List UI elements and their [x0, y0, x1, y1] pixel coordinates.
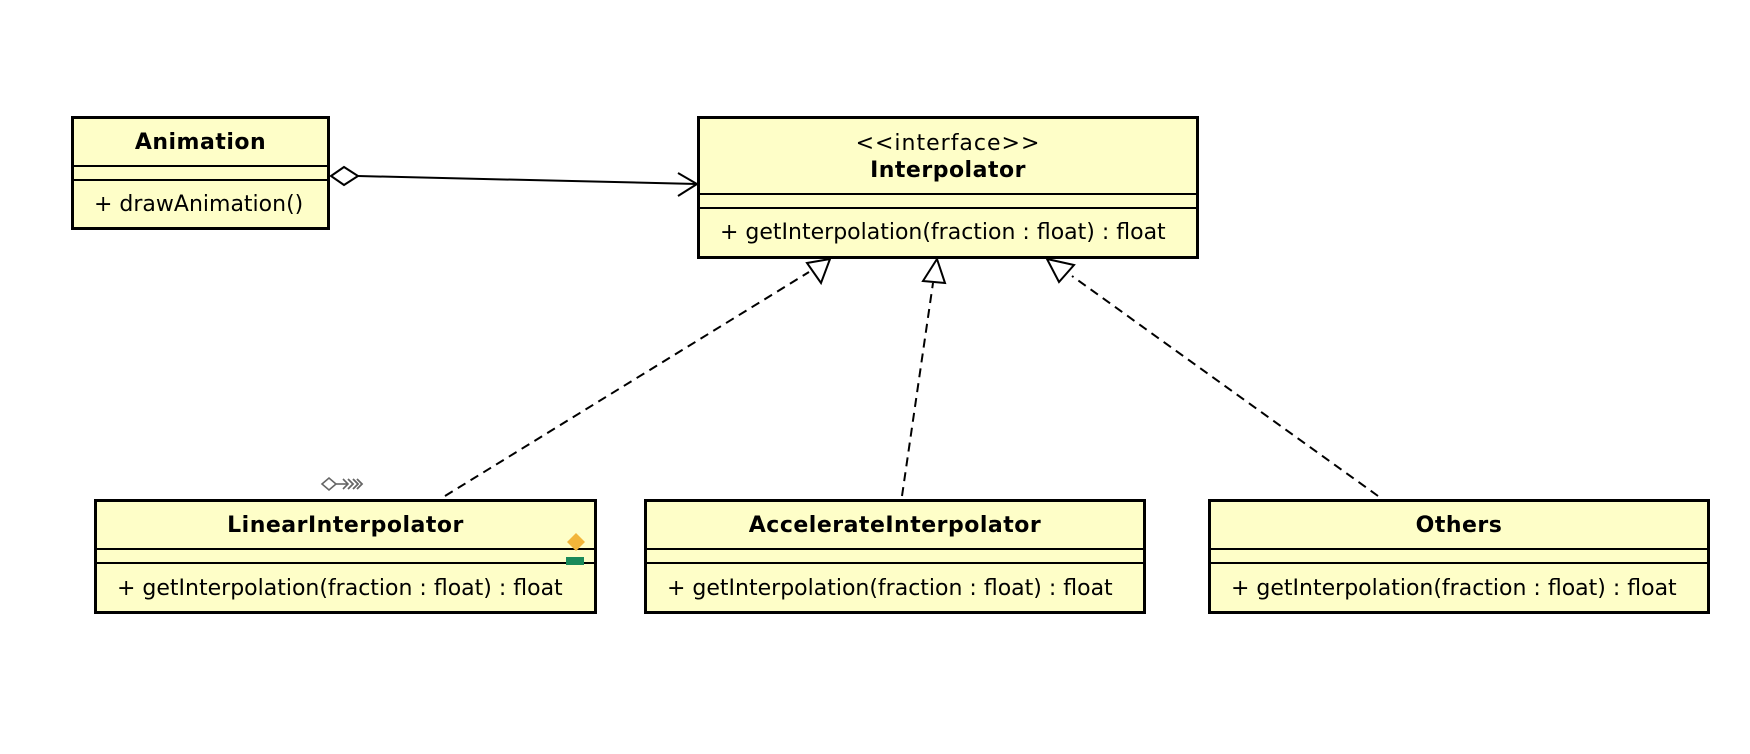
stereotype-label: <<interface>>: [855, 131, 1041, 156]
class-name: Others: [1211, 502, 1707, 550]
aggregation-navigation-icon: [320, 476, 364, 492]
aggregation-animation-interpolator[interactable]: [329, 165, 699, 197]
realization-triangle: [805, 257, 832, 286]
class-name: Animation: [74, 119, 327, 167]
operation: + drawAnimation(): [94, 192, 304, 217]
operations-compartment: + getInterpolation(fraction : float) : f…: [700, 209, 1196, 253]
class-name: AccelerateInterpolator: [647, 502, 1143, 550]
operation: + getInterpolation(fraction : float) : f…: [117, 576, 563, 601]
class-accelerate-interpolator[interactable]: AccelerateInterpolator + getInterpolatio…: [644, 499, 1146, 614]
attributes-compartment: [74, 167, 327, 181]
realization-triangle: [921, 256, 947, 285]
class-linear-interpolator[interactable]: LinearInterpolator + getInterpolation(fr…: [94, 499, 597, 614]
attributes-compartment: [700, 195, 1196, 209]
operations-compartment: + getInterpolation(fraction : float) : f…: [1211, 564, 1707, 609]
diamond-bar-marker-icon: [566, 533, 585, 565]
interface-interpolator[interactable]: <<interface>> Interpolator + getInterpol…: [697, 116, 1199, 259]
operations-compartment: + getInterpolation(fraction : float) : f…: [97, 564, 594, 609]
class-others[interactable]: Others + getInterpolation(fraction : flo…: [1208, 499, 1710, 614]
class-name: <<interface>> Interpolator: [700, 119, 1196, 195]
operations-compartment: + getInterpolation(fraction : float) : f…: [647, 564, 1143, 609]
operation: + getInterpolation(fraction : float) : f…: [1231, 576, 1677, 601]
class-name: LinearInterpolator: [97, 502, 594, 550]
operations-compartment: + drawAnimation(): [74, 181, 327, 225]
realization-linear-interpolator[interactable]: [444, 257, 832, 497]
operation: + getInterpolation(fraction : float) : f…: [667, 576, 1113, 601]
class-animation[interactable]: Animation + drawAnimation(): [71, 116, 330, 230]
operation: + getInterpolation(fraction : float) : f…: [720, 220, 1166, 245]
aggregation-diamond: [329, 165, 360, 187]
realization-others-interpolator[interactable]: [1045, 257, 1379, 497]
attributes-compartment: [647, 550, 1143, 564]
attributes-compartment: [1211, 550, 1707, 564]
realization-accelerate-interpolator[interactable]: [901, 256, 947, 497]
attributes-compartment: [97, 550, 594, 564]
realization-triangle: [1045, 257, 1076, 284]
